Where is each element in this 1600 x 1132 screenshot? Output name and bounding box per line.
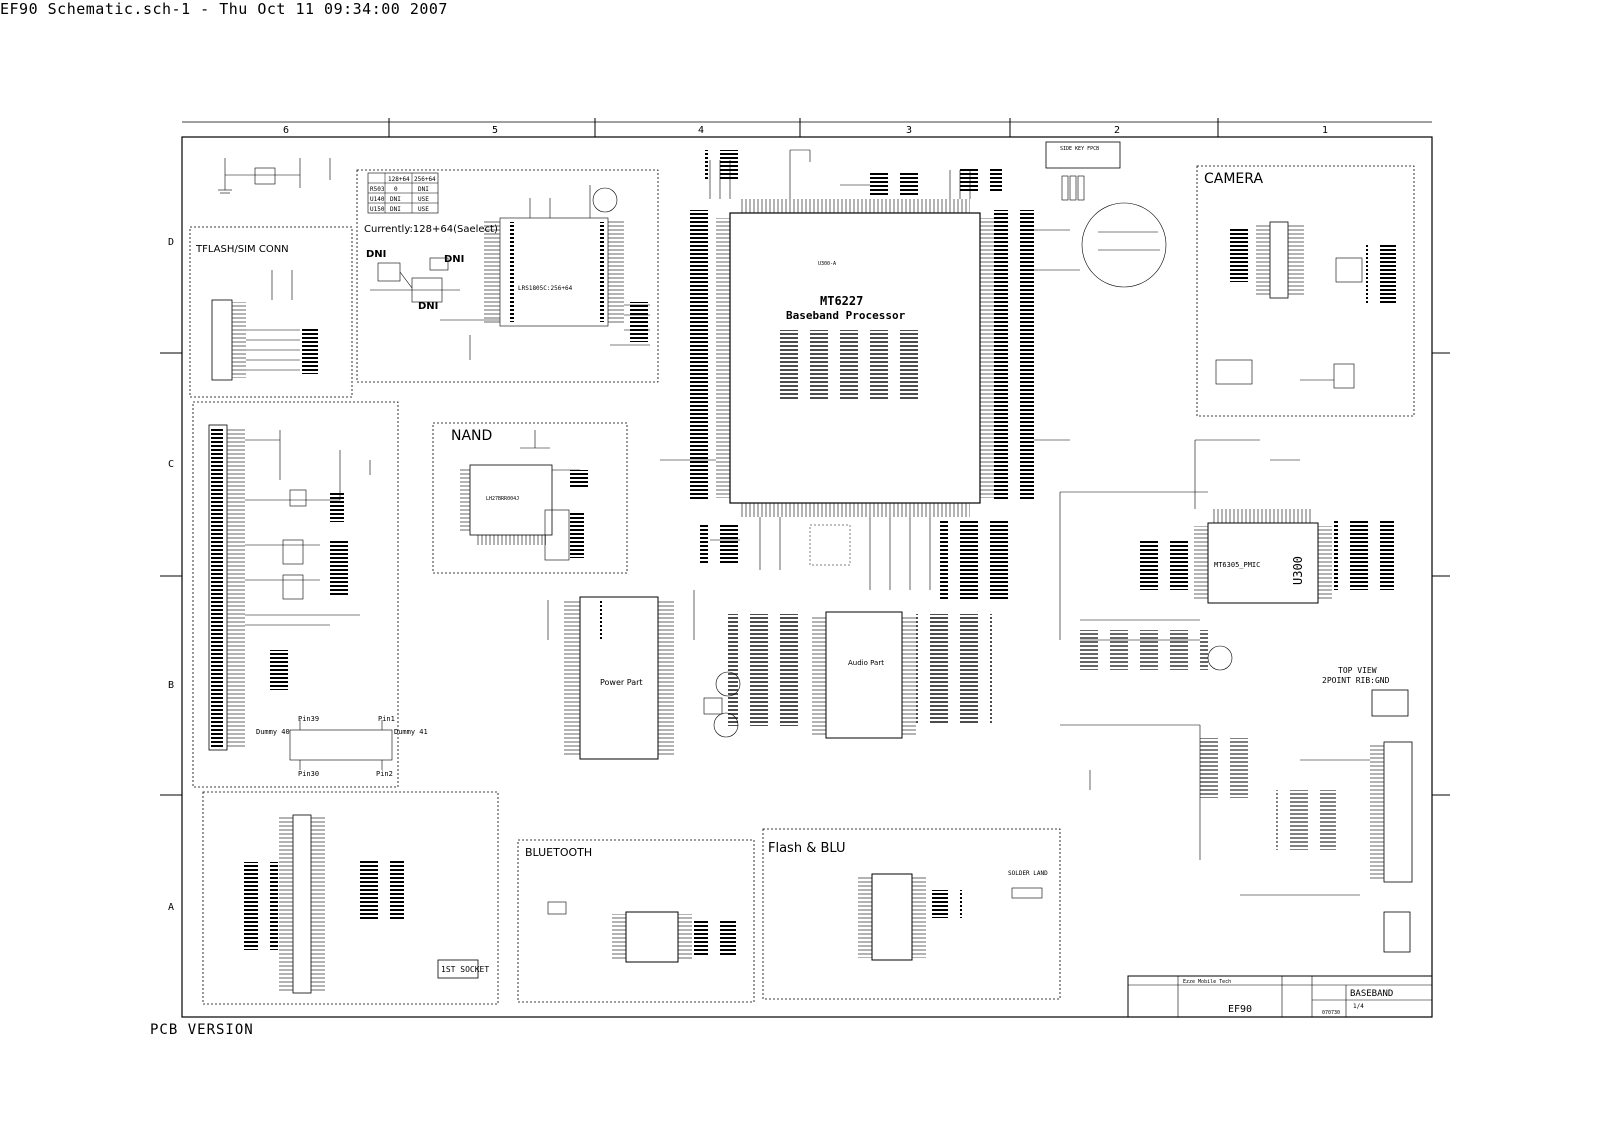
power-part-block: Power Part xyxy=(547,590,741,760)
row-label: D xyxy=(168,237,174,248)
flash-table-cell: U150 xyxy=(370,206,385,213)
power-switch-circuit xyxy=(218,158,331,194)
audio-part-label: Audio Part xyxy=(848,659,884,667)
flash-blu-block: Flash & BLU SOLDER LAND xyxy=(768,841,1048,961)
flash-table-head: 256+64 xyxy=(414,176,436,183)
company-name: Ezze Mobile Tech xyxy=(1183,979,1231,985)
block-frames xyxy=(189,165,1415,1005)
point-rib-label: 2POINT RIB:GND xyxy=(1322,676,1390,685)
row-label: A xyxy=(168,902,174,913)
drawing-date: 070730 xyxy=(1322,1010,1340,1016)
title-block: Ezze Mobile Tech BASEBAND EF90 1/4 07073… xyxy=(1127,975,1433,1018)
col-label: 6 xyxy=(283,125,289,136)
camera-block: CAMERA xyxy=(1204,171,1396,389)
side-key-title: SIDE KEY FPCB xyxy=(1060,146,1099,152)
sheet-title: BASEBAND xyxy=(1350,989,1393,999)
u300-label: U300 xyxy=(1291,556,1305,585)
col-label: 3 xyxy=(906,125,912,136)
flash-table-cell: 0 xyxy=(394,186,398,193)
flash-blu-title: Flash & BLU xyxy=(768,841,846,856)
flash-table-cell: USE xyxy=(418,206,429,213)
solder-land-label: SOLDER LAND xyxy=(1008,870,1048,877)
pcb-version-label: PCB VERSION xyxy=(150,1022,254,1038)
memory-block: 128+64 256+64 R503 0 DNI U140 DNI USE U1… xyxy=(364,172,650,360)
nand-chip-label: LH27BRR004J xyxy=(486,496,519,502)
flash-table-cell: DNI xyxy=(418,186,429,193)
dni-label: DNI xyxy=(366,249,386,260)
power-part-label: Power Part xyxy=(600,678,643,687)
flash-table-cell: R503 xyxy=(370,186,385,193)
page-number: 1/4 xyxy=(1353,1003,1364,1010)
row-label: C xyxy=(168,459,174,470)
bottom-right-circuits xyxy=(1060,724,1413,953)
flash-table-cell: DNI xyxy=(390,206,401,213)
processor-subtitle: Baseband Processor xyxy=(786,309,906,322)
col-label: 1 xyxy=(1322,125,1328,136)
bluetooth-block: BLUETOOTH xyxy=(525,846,736,963)
dummy41-label: Dummy 41 xyxy=(394,728,428,736)
lcd-connector-block: Pin39 Pin1 Dummy 40 Dummy 41 Pin30 Pin2 xyxy=(208,424,428,778)
dni-label: DNI xyxy=(418,301,438,312)
pin2-label: Pin2 xyxy=(376,770,393,778)
nand-block: NAND LH27BRR004J xyxy=(451,428,594,561)
processor-ref: U300-A xyxy=(818,261,836,267)
processor-name: MT6227 xyxy=(820,294,863,308)
border-frame xyxy=(160,118,1450,1018)
flash-table-cell: DNI xyxy=(390,196,401,203)
socket-label: 1ST SOCKET xyxy=(441,965,489,974)
document-header: EF90 Schematic.sch-1 - Thu Oct 11 09:34:… xyxy=(0,0,448,18)
flash-table-cell: USE xyxy=(418,196,429,203)
flash-chip-label: LRS1805C:256+64 xyxy=(518,285,573,292)
pmic-label: MT6305_PMIC xyxy=(1214,561,1260,569)
model-name: EF90 xyxy=(1228,1004,1252,1015)
tflash-title: TFLASH/SIM CONN xyxy=(195,244,289,255)
pmic-block: MT6305_PMIC U300 TOP VIEW 2POINT RIB:GND xyxy=(1059,439,1409,717)
col-label: 2 xyxy=(1114,125,1120,136)
col-label: 4 xyxy=(698,125,704,136)
pin30-label: Pin30 xyxy=(298,770,319,778)
audio-part-block: Audio Part xyxy=(728,611,992,739)
flash-table-head: 128+64 xyxy=(388,176,410,183)
dni-label: DNI xyxy=(444,254,464,265)
pin39-label: Pin39 xyxy=(298,715,319,723)
current-config-note: Currently:128+64(Saelect) xyxy=(364,224,498,235)
pin1-label: Pin1 xyxy=(378,715,395,723)
top-view-label: TOP VIEW xyxy=(1338,666,1377,675)
tflash-block: TFLASH/SIM CONN xyxy=(195,244,326,381)
flash-table-cell: U140 xyxy=(370,196,385,203)
bluetooth-title: BLUETOOTH xyxy=(525,846,592,859)
mt6227-processor: U300-A MT6227 Baseband Processor xyxy=(680,199,1034,517)
nand-title: NAND xyxy=(451,428,492,444)
bottom-connector-block: 1ST SOCKET xyxy=(244,814,489,994)
col-label: 5 xyxy=(492,125,498,136)
camera-title: CAMERA xyxy=(1204,171,1263,187)
dummy40-label: Dummy 40 xyxy=(256,728,290,736)
row-label: B xyxy=(168,680,174,691)
side-key-fpcb: SIDE KEY FPCB xyxy=(1045,141,1167,288)
